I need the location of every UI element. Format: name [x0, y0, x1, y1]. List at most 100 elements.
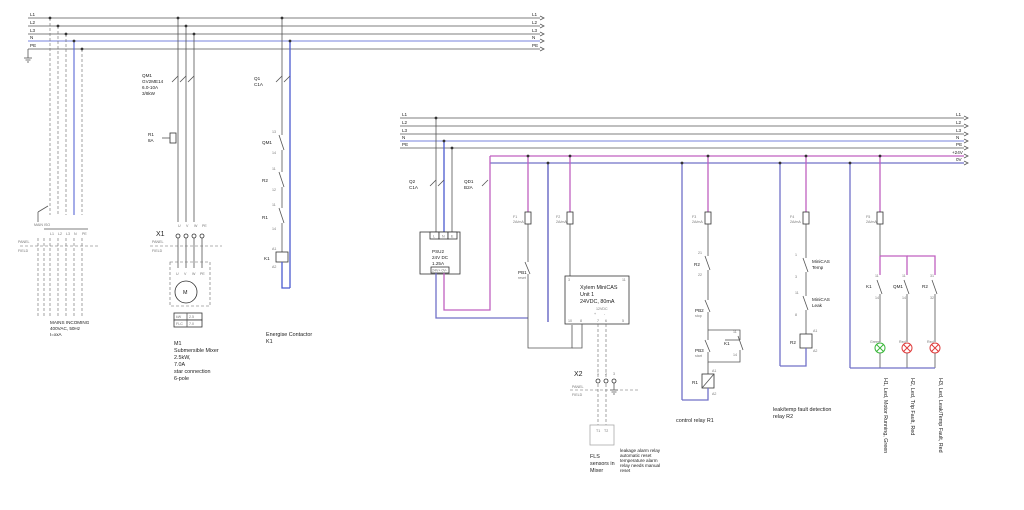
fuse-rating: 2A/mA	[866, 220, 877, 224]
contact-sub: Temp	[812, 265, 824, 270]
r1-rating: 8A	[148, 138, 155, 143]
left-bus-label: L2	[30, 20, 36, 25]
fuse-f4	[802, 211, 810, 225]
minicas-leak-contact	[802, 295, 809, 311]
r1-contact: R1 11 14	[262, 203, 285, 231]
x2-terminal: 2	[605, 372, 607, 376]
x2-ref: X2	[574, 371, 583, 378]
contact-num: 13	[272, 130, 276, 134]
psu-text: 1.25A	[432, 261, 445, 266]
minicas-terminal: 11	[622, 278, 626, 282]
minicas-terminal: 7	[597, 319, 599, 323]
contact-num: 3	[795, 275, 797, 279]
q1-ref: Q1	[254, 76, 261, 81]
lamp-red-trip: Red	[899, 340, 913, 354]
contact-num: 12	[272, 188, 276, 192]
motor-letter: M	[183, 290, 188, 296]
earth-icon	[610, 389, 618, 395]
motor-caption: 7.0A	[174, 362, 185, 368]
left-bus-end-label: L3	[532, 28, 538, 33]
mains-terminal: PE	[82, 232, 87, 236]
motor-terminal: W	[192, 272, 196, 276]
qm1-ref: QM1	[142, 73, 152, 78]
x1-terminal-block: U V W PE	[175, 224, 207, 239]
x2-terminal: 1	[597, 372, 599, 376]
minicas-inner: 12VDC	[596, 307, 608, 311]
lamp-caption: H3, Led, Leak/Temp Fault, Red	[937, 378, 943, 453]
indicator-section: F5 2A/mA K1 11 14 QM1 11 14 R2 31 32 Gre…	[849, 156, 943, 453]
coil-terminal: A1	[712, 369, 716, 373]
lamp-label: Red	[899, 340, 906, 344]
right-bus-end-label: +24V	[952, 150, 964, 155]
fuse-f2	[566, 211, 574, 225]
overload-r1: R1 8A	[148, 132, 177, 144]
contact-ref: PB2	[695, 308, 704, 313]
minicas-title: Unit 1	[580, 292, 594, 298]
minicas-unit	[564, 275, 630, 325]
qd1-rating: B2A	[464, 185, 474, 190]
bus-arrow-icon	[963, 115, 969, 166]
fuse-ref: F2	[556, 215, 560, 219]
contactor-caption: Energise Contactor	[266, 332, 312, 338]
motor-terminal: U	[176, 272, 179, 276]
k1-ref: K1	[264, 256, 270, 261]
pb1-button	[524, 261, 531, 275]
psu-terminal: N	[442, 235, 445, 239]
left-bus-end-label: L1	[532, 12, 538, 17]
fls-note: relay needs manual	[620, 463, 660, 468]
r2-nc-contact	[704, 255, 711, 271]
mains-incoming: MAIN ISO L1 L2 L3 N PE PANEL FIELD MAINS…	[18, 16, 100, 337]
pb1-ref: PB1	[518, 270, 527, 275]
fuse-f3	[704, 211, 712, 225]
contact-ref: MiniCAS	[812, 297, 830, 302]
right-bus-label: L3	[402, 128, 408, 133]
probe-terminal: T2	[604, 429, 608, 433]
mains-terminal: N	[74, 232, 77, 236]
right-bus-label: N	[402, 135, 405, 140]
right-bus-end-label: L2	[956, 120, 962, 125]
lamp-green: Green	[870, 340, 886, 354]
contact-num: 22	[698, 273, 702, 277]
coil-terminal: A1	[813, 329, 817, 333]
minicas-inner: +	[594, 312, 596, 316]
probe-terminal: T1	[596, 429, 600, 433]
motor-circuit: QM1 GV2ME14 6.0-10A 3/8kW R1 8A X1 U V W…	[142, 16, 222, 382]
fls-caption: sensors in	[590, 461, 615, 467]
motor-caption: 6-pole	[174, 376, 189, 382]
psu-terminal: L	[433, 235, 435, 239]
mains-terminal: L1	[50, 232, 54, 236]
fls-sensor-box	[589, 424, 615, 446]
main-isolator-switch: MAIN ISO	[34, 205, 50, 227]
contact-num: 14	[875, 296, 879, 300]
lamp-label: Green	[870, 340, 880, 344]
lamp-red-leak: Red	[927, 340, 941, 354]
r1-ref: R1	[148, 132, 154, 137]
leak-relay-section: F4 2A/mA 1 3 MiniCAS Temp 11 8 MiniCAS L…	[773, 156, 831, 420]
lamp-label: Red	[927, 340, 934, 344]
q2-rating: C1A	[409, 185, 419, 190]
minicas-terminal: 3	[568, 278, 570, 282]
qm1-range: 6.0-10A	[142, 85, 159, 90]
contact-num: 14	[902, 296, 906, 300]
mains-caption: MAINS INCOMING	[50, 320, 90, 325]
motor-caption: 2.5kW,	[174, 355, 191, 361]
motor-symbol	[174, 280, 198, 304]
coil-terminal: A2	[813, 349, 817, 353]
contact-num: 14	[272, 151, 276, 155]
pb2-stop-button	[704, 299, 711, 313]
contact-ref: R2	[262, 178, 268, 183]
r2-coil	[799, 333, 813, 349]
motor-rating-table: kW 2.5 FLC 7.0	[173, 312, 203, 328]
left-bus-end-label: L2	[532, 20, 538, 25]
bus-arrow-icon	[539, 15, 545, 52]
r2-coil-ref: R2	[790, 340, 796, 345]
pb3-start-button	[704, 339, 711, 353]
contact-ref: MiniCAS	[812, 259, 830, 264]
minicas-inner: -	[604, 312, 606, 316]
fls-note: temperature alarm	[620, 458, 658, 463]
fuse-rating: 2A/mA	[513, 220, 524, 224]
minicas-temp-contact	[802, 257, 809, 273]
left-bus-label: PE	[30, 43, 36, 48]
left-bus-end-label: N	[532, 35, 535, 40]
